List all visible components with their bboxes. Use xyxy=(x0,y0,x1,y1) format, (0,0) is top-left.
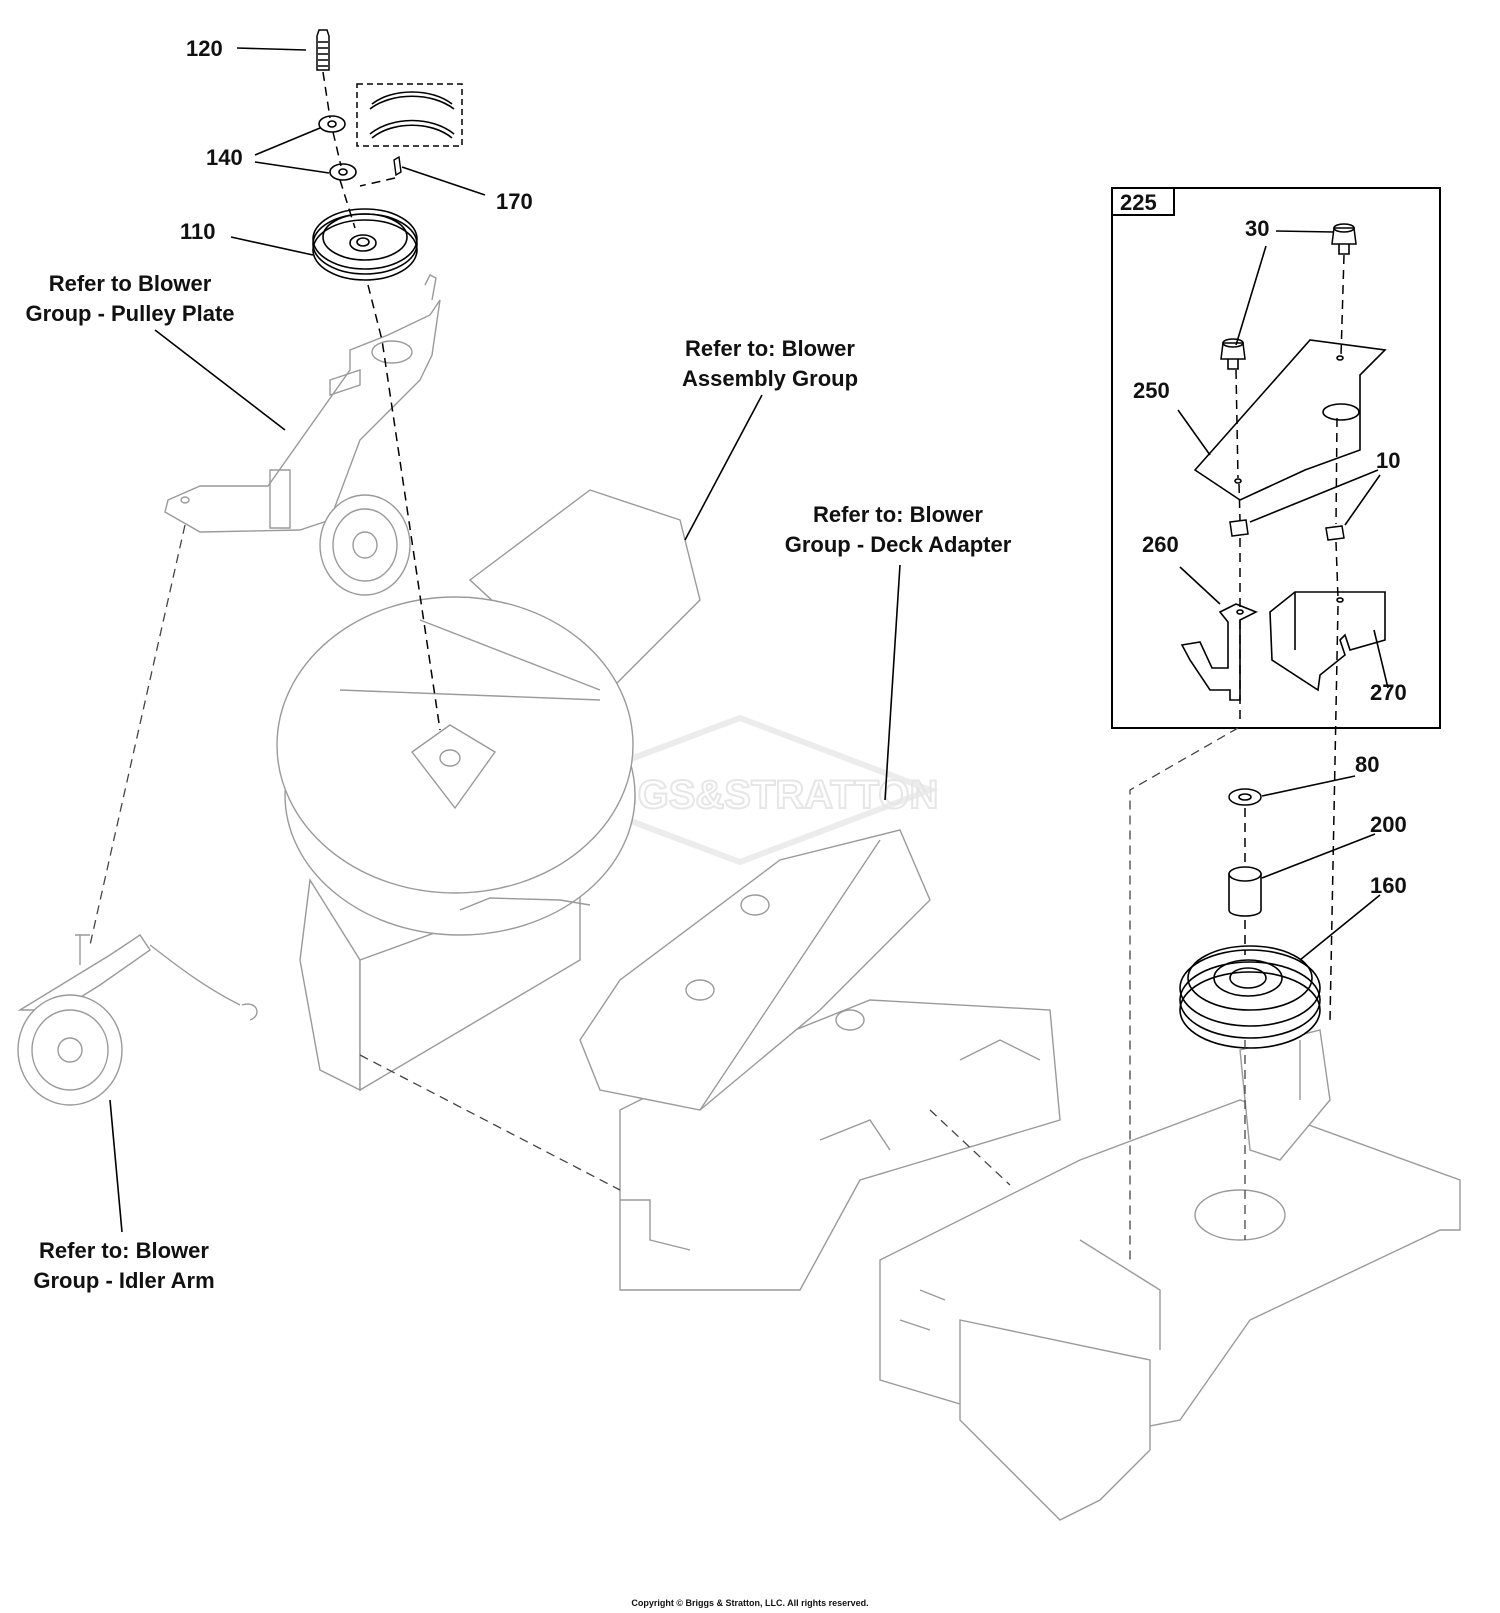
ref-deck-adapter-line1: Refer to: Blower xyxy=(813,502,983,527)
deck-frame-drawing xyxy=(879,1029,1461,1521)
pulley-110 xyxy=(312,208,418,281)
spacer-200 xyxy=(1228,866,1262,917)
key-170 xyxy=(393,155,402,177)
leader-lines xyxy=(109,47,1389,1233)
deck-adapter-drawing xyxy=(579,829,1061,1291)
callout-260: 260 xyxy=(1142,532,1179,557)
callout-250: 250 xyxy=(1133,378,1170,403)
ref-pulley-plate-line1: Refer to Blower xyxy=(49,271,212,296)
blower-housing-drawing xyxy=(276,489,701,1092)
ref-pulley-plate-line2: Group - Pulley Plate xyxy=(25,301,234,326)
callout-80: 80 xyxy=(1355,752,1379,777)
guard-270 xyxy=(1269,591,1386,692)
knobs-30 xyxy=(1220,223,1357,370)
callout-225: 225 xyxy=(1120,190,1157,215)
callout-200: 200 xyxy=(1370,812,1407,837)
idler-arm-drawing xyxy=(17,934,258,1106)
clip-nuts-10 xyxy=(1229,519,1345,541)
ref-idler-arm-line2: Group - Idler Arm xyxy=(33,1268,214,1293)
callout-110: 110 xyxy=(180,219,216,244)
copyright-notice: Copyright © Briggs & Stratton, LLC. All … xyxy=(631,1598,868,1608)
callout-numbers: 120 140 170 110 225 30 250 10 260 270 80… xyxy=(180,36,1407,898)
clutch-pulley-160 xyxy=(1179,945,1321,1049)
callout-170: 170 xyxy=(496,189,533,214)
callout-270: 270 xyxy=(1370,680,1407,705)
ref-assembly-group-line2: Assembly Group xyxy=(682,366,858,391)
ref-idler-arm-line1: Refer to: Blower xyxy=(39,1238,209,1263)
ref-deck-adapter-line2: Group - Deck Adapter xyxy=(785,532,1012,557)
reference-labels: Refer to Blower Group - Pulley Plate Ref… xyxy=(25,271,1011,1293)
callout-140: 140 xyxy=(206,145,243,170)
callout-160: 160 xyxy=(1370,873,1407,898)
belt-inset xyxy=(356,83,463,147)
pulley-plate-drawing xyxy=(164,274,441,596)
kit-box-225 xyxy=(1111,187,1441,729)
callout-10: 10 xyxy=(1376,448,1400,473)
bolt-120 xyxy=(316,29,330,71)
ref-assembly-group-line1: Refer to: Blower xyxy=(685,336,855,361)
bracket-260 xyxy=(1180,603,1258,701)
assembly-center-lines xyxy=(89,71,1345,1260)
callout-120: 120 xyxy=(186,36,223,61)
washers-140 xyxy=(318,115,357,181)
callout-30: 30 xyxy=(1245,216,1269,241)
washer-80 xyxy=(1228,788,1262,806)
shield-plate-250 xyxy=(1193,339,1387,501)
